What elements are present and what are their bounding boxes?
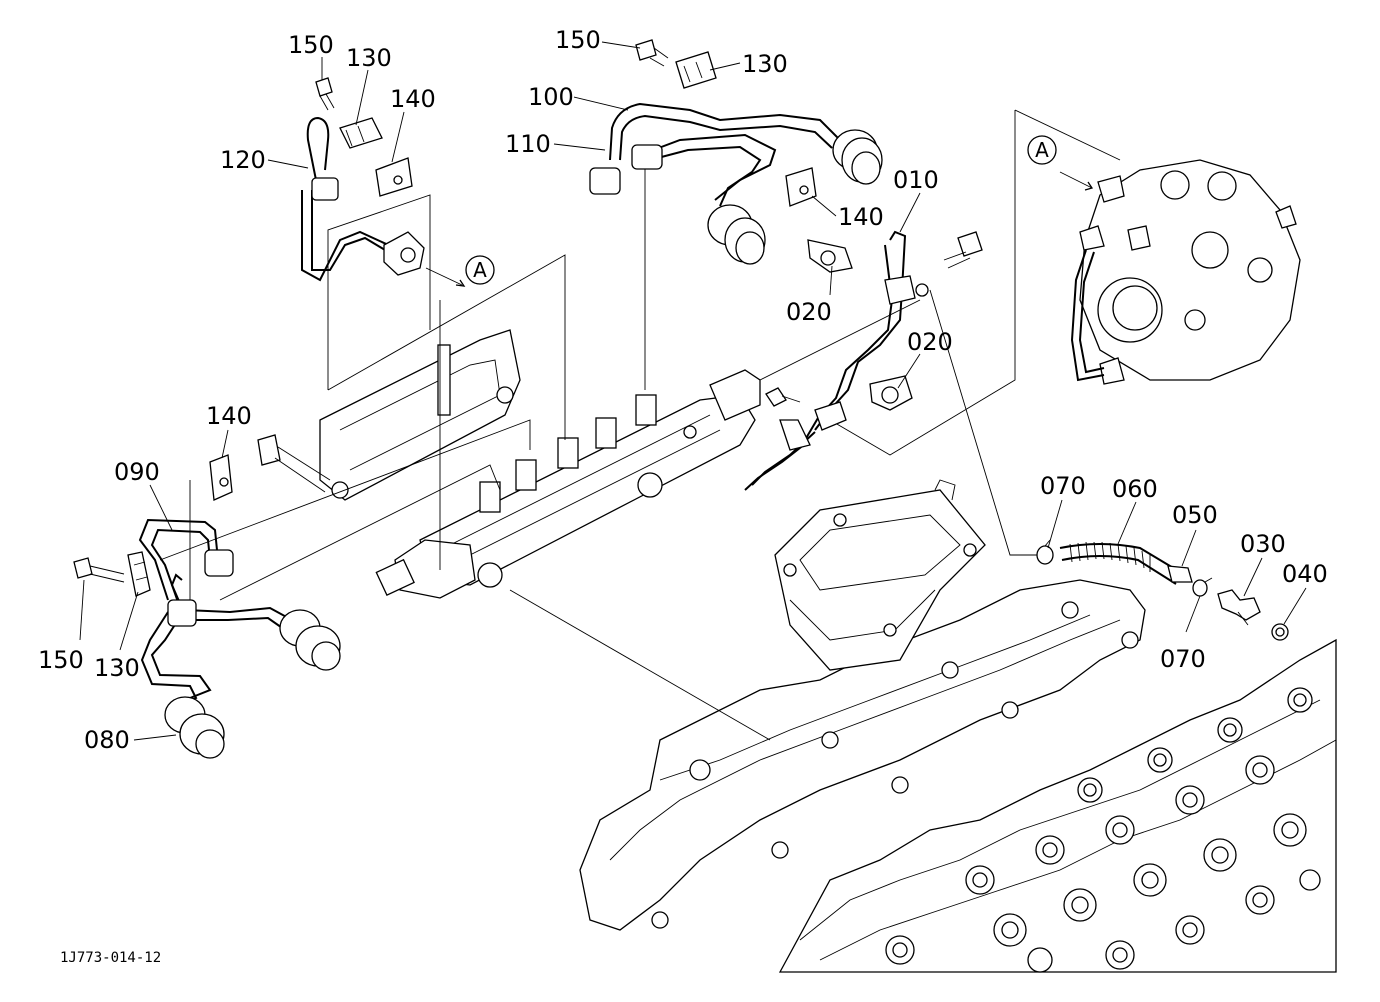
supply-pump-view-a xyxy=(1059,159,1301,385)
pipe-end-nozzle xyxy=(707,204,766,265)
pipe-nut-fitting xyxy=(383,231,425,276)
callout-150: 150 xyxy=(38,646,84,674)
callout-120: 120 xyxy=(220,146,266,174)
clamp-plate-140-top xyxy=(785,167,817,207)
callout-080: 080 xyxy=(84,726,130,754)
fuel-rail xyxy=(375,369,761,599)
callout-020: 020 xyxy=(907,328,953,356)
intake-manifold xyxy=(579,479,1146,931)
return-pipe-010 xyxy=(744,230,929,491)
callout-060: 060 xyxy=(1112,475,1158,503)
callout-070: 070 xyxy=(1040,472,1086,500)
head-ports xyxy=(885,687,1321,973)
view-a-letter: A xyxy=(473,258,487,282)
view-a-letter: A xyxy=(1035,138,1049,162)
bracket-bolt xyxy=(257,434,331,493)
banjo-bolts xyxy=(765,231,983,407)
hose-clip-070-left xyxy=(1036,539,1054,565)
callout-100: 100 xyxy=(528,83,574,111)
pipe-clamp-130-left xyxy=(339,117,383,149)
callout-130: 130 xyxy=(742,50,788,78)
injection-pipe-100 xyxy=(609,102,883,265)
pipe-clamp-020-lower xyxy=(869,375,913,411)
hose-fitting-030 xyxy=(1217,589,1261,626)
callout-140: 140 xyxy=(838,203,884,231)
rail-outlet-nipples xyxy=(479,394,657,513)
pipe-end-nozzle xyxy=(164,696,225,759)
callout-050: 050 xyxy=(1172,501,1218,529)
clamp-plate-140-left xyxy=(375,157,413,197)
callout-070: 070 xyxy=(1160,645,1206,673)
callout-090: 090 xyxy=(114,458,160,486)
hose-050-fitting xyxy=(1167,565,1193,583)
figure-id: 1J773-014-12 xyxy=(60,950,161,966)
callout-130: 130 xyxy=(94,654,140,682)
pipe-end-nozzle xyxy=(832,129,883,185)
pipe-nut-110 xyxy=(589,144,663,195)
clamp-bolt-150-top xyxy=(635,39,669,67)
injection-pipe-090 xyxy=(138,518,341,671)
leader-lines xyxy=(79,41,1307,741)
pipe-end-nozzle xyxy=(279,609,341,671)
callout-150: 150 xyxy=(555,26,601,54)
injection-pipe-120 xyxy=(301,116,425,282)
gasket-040 xyxy=(1271,623,1289,641)
callout-150: 150 xyxy=(288,31,334,59)
callout-040: 040 xyxy=(1282,560,1328,588)
view-a-marker-right: A xyxy=(1027,135,1057,165)
callout-110: 110 xyxy=(505,130,551,158)
pipe-clamp-130-left-lower xyxy=(127,551,151,597)
rail-bracket xyxy=(319,329,521,501)
callout-140: 140 xyxy=(206,402,252,430)
callout-140: 140 xyxy=(390,85,436,113)
view-a-marker-left: A xyxy=(425,255,495,287)
injection-pipe-080 xyxy=(140,573,225,759)
callout-labels: 150 130 140 120 150 130 100 110 140 010 … xyxy=(38,26,1328,754)
callout-030: 030 xyxy=(1240,530,1286,558)
clamp-bolt-150-left-lower xyxy=(73,557,125,583)
cylinder-head xyxy=(778,638,1337,973)
clamp-bolt-150-left xyxy=(315,77,335,111)
clamp-plate-140-left-lower xyxy=(209,454,233,501)
leak-off-hose-060 xyxy=(1059,541,1181,585)
callout-130: 130 xyxy=(346,44,392,72)
pipe-clamp-130-top xyxy=(675,51,717,89)
hose-clip-070-right xyxy=(1192,577,1213,597)
guide-lines xyxy=(159,109,1121,741)
callout-010: 010 xyxy=(893,166,939,194)
pipe-clamp-020-upper xyxy=(807,239,853,273)
callout-020: 020 xyxy=(786,298,832,326)
